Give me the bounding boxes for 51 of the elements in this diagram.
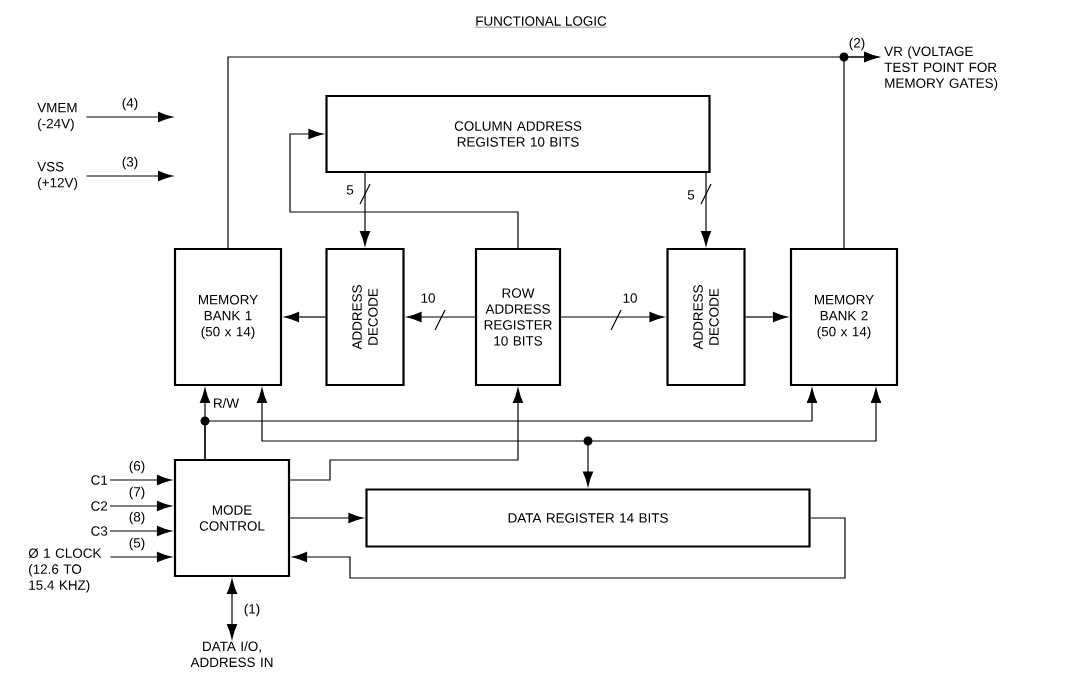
edge-label: 5 — [346, 185, 354, 195]
arrow — [359, 172, 371, 246]
edge-label: 5 — [687, 190, 695, 200]
arrow — [256, 388, 882, 446]
register-box: DATA REGISTER 14 BITS — [365, 488, 811, 548]
arrow — [85, 111, 173, 123]
arrow — [292, 517, 846, 579]
control-box: MODE CONTROL — [173, 458, 291, 578]
title: FUNCTIONAL LOGIC — [475, 16, 607, 28]
arrow — [109, 474, 172, 486]
edge-label: (7) — [129, 486, 145, 500]
register-box: ROW ADDRESS REGISTER 10 BITS — [474, 247, 562, 387]
edge-label: 10 — [623, 293, 637, 303]
arrow — [109, 551, 172, 563]
arrow — [284, 311, 326, 323]
signal-label: C1 — [91, 475, 108, 485]
decoder-box: ADDRESS DECODE — [666, 247, 746, 387]
arrow — [745, 311, 788, 323]
edge-label: 10 — [421, 293, 435, 303]
edge-label: (2) — [849, 37, 865, 51]
signal-label: VMEM (-24V) — [37, 103, 77, 131]
signal-label: VSS (+12V) — [37, 161, 78, 191]
arrow — [109, 500, 172, 512]
edge-label: (5) — [129, 537, 145, 551]
edge-label: (4) — [122, 97, 138, 111]
edge-label: R/W — [214, 398, 240, 408]
register-box: COLUMN ADDRESS REGISTER 10 BITS — [325, 94, 711, 174]
memory-bank-box: MEMORY BANK 1 (50 x 14) — [173, 247, 283, 387]
arrow — [85, 170, 173, 182]
arrow — [700, 172, 712, 246]
signal-label: Ø 1 CLOCK (12.6 TO 15.4 KHZ) — [28, 548, 102, 593]
signal-label: C3 — [91, 526, 108, 536]
arrow — [289, 388, 524, 481]
arrow — [109, 525, 172, 537]
arrow — [289, 512, 364, 524]
arrow — [560, 309, 665, 331]
memory-bank-box: MEMORY BANK 2 (50 x 14) — [789, 247, 899, 387]
arrow — [289, 128, 519, 249]
edge-label: (6) — [129, 460, 145, 474]
edge-label: (3) — [122, 156, 138, 170]
signal-label: VR (VOLTAGE TEST POINT FOR MEMORY GATES) — [884, 46, 998, 91]
arrow — [204, 388, 818, 460]
arrow — [582, 443, 594, 487]
decoder-box: ADDRESS DECODE — [325, 247, 405, 387]
arrow — [839, 51, 879, 249]
signal-label: DATA I/O, ADDRESS IN — [190, 641, 273, 667]
edge-label: (8) — [129, 511, 145, 525]
signal-label: C2 — [91, 501, 108, 511]
arrow — [226, 579, 238, 639]
arrow — [406, 309, 476, 331]
edge-label: (1) — [244, 603, 260, 617]
